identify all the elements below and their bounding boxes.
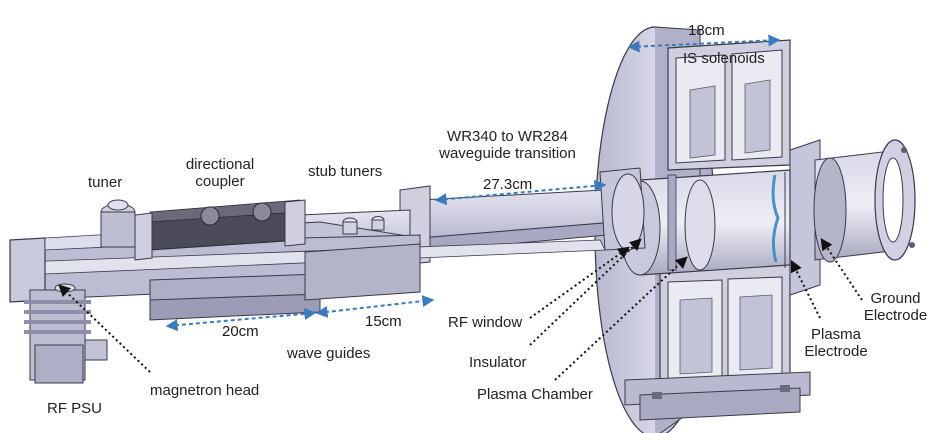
ground-electrode-label: Ground Electrode bbox=[858, 290, 933, 325]
tuner-label: tuner bbox=[88, 174, 123, 191]
rf-psu-label: RF PSU bbox=[47, 400, 103, 417]
dim-15cm-arrow bbox=[315, 295, 435, 318]
plasma-chamber bbox=[619, 169, 791, 276]
wave-guides-label: wave guides bbox=[287, 345, 371, 362]
plasma-electrode-line-2: Electrode bbox=[804, 343, 868, 361]
directional-coupler-line-2: coupler bbox=[195, 173, 245, 191]
leader-insulator bbox=[529, 238, 642, 346]
leader-magnetron-head bbox=[58, 284, 151, 373]
leader-rf-window bbox=[529, 246, 630, 319]
dim-15cm-label: 15cm bbox=[365, 313, 402, 330]
stub-tuners-label: stub tuners bbox=[308, 163, 383, 180]
leader-ground-electrode bbox=[820, 238, 863, 301]
ground-electrode-line-1: Ground bbox=[870, 290, 921, 307]
waveguide-assembly bbox=[9, 167, 646, 321]
leader-plasma-electrode bbox=[790, 259, 821, 319]
plasma-electrode-label: Plasma Electrode bbox=[800, 326, 872, 361]
magnetron-head-label: magnetron head bbox=[150, 382, 260, 399]
dim-18cm-arrow bbox=[627, 34, 781, 53]
dimension-arrows bbox=[165, 34, 781, 332]
plasma-electrode-line-1: Plasma bbox=[810, 326, 862, 343]
directional-coupler-line-1: directional bbox=[185, 156, 255, 173]
dim-27-3cm-label: 27.3cm bbox=[483, 176, 533, 193]
dim-18cm-label: 18cm bbox=[688, 22, 725, 39]
dim-20cm-label: 20cm bbox=[222, 323, 259, 340]
ground-electrode-line-2: Electrode bbox=[863, 307, 928, 325]
dim-20cm-arrow bbox=[165, 307, 317, 332]
rf-window-label: RF window bbox=[448, 314, 523, 331]
extraction-housing bbox=[789, 139, 916, 296]
insulator-label: Insulator bbox=[469, 354, 527, 371]
is-solenoid-lower bbox=[659, 261, 791, 393]
wr-transition-line-2: waveguide transition bbox=[439, 145, 576, 163]
is-solenoids-label: IS solenoids bbox=[683, 50, 765, 67]
leader-lines bbox=[58, 238, 863, 381]
wr-transition-label: WR340 to WR284 waveguide transition bbox=[430, 128, 585, 163]
wr-transition-line-1: WR340 to WR284 bbox=[447, 128, 568, 145]
plasma-chamber-label: Plasma Chamber bbox=[477, 386, 593, 403]
directional-coupler-label: directional coupler bbox=[170, 156, 270, 191]
magnetron-assembly bbox=[24, 283, 108, 384]
support-stand bbox=[624, 371, 811, 421]
